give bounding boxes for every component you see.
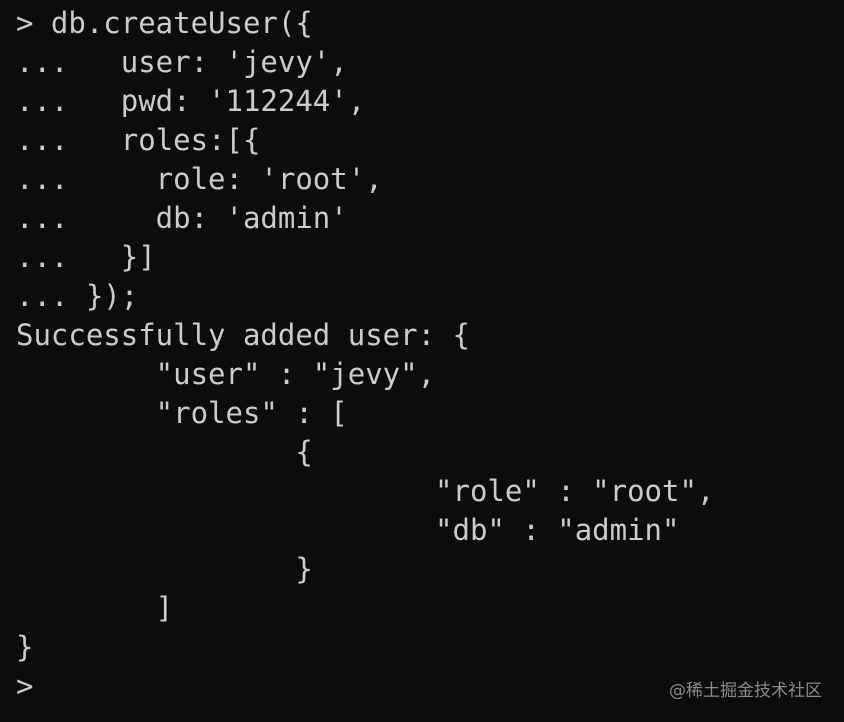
terminal-line-7: ... }] [16,240,156,274]
terminal-line-3: ... pwd: '112244', [16,84,366,118]
terminal-output-line-4: { [16,435,313,469]
terminal-prompt-line[interactable]: > [16,669,34,703]
terminal-output-line-7: } [16,552,313,586]
terminal-line-6: ... db: 'admin' [16,201,348,235]
watermark: @稀土掘金技术社区 [669,681,822,701]
terminal-output-line-8: ] [16,591,174,625]
terminal-line-1: > db.createUser({ [16,6,313,40]
terminal-line-8: ... }); [16,279,139,313]
terminal-output-line-1: Successfully added user: { [16,318,470,352]
terminal-output-line-6: "db" : "admin" [16,513,680,547]
terminal-output-line-9: } [16,630,34,664]
terminal-line-5: ... role: 'root', [16,162,383,196]
terminal-output-line-2: "user" : "jevy", [16,357,436,391]
terminal-output-line-5: "role" : "root", [16,474,715,508]
terminal-line-4: ... roles:[{ [16,123,261,157]
terminal-line-2: ... user: 'jevy', [16,45,348,79]
terminal-output-line-3: "roles" : [ [16,396,348,430]
